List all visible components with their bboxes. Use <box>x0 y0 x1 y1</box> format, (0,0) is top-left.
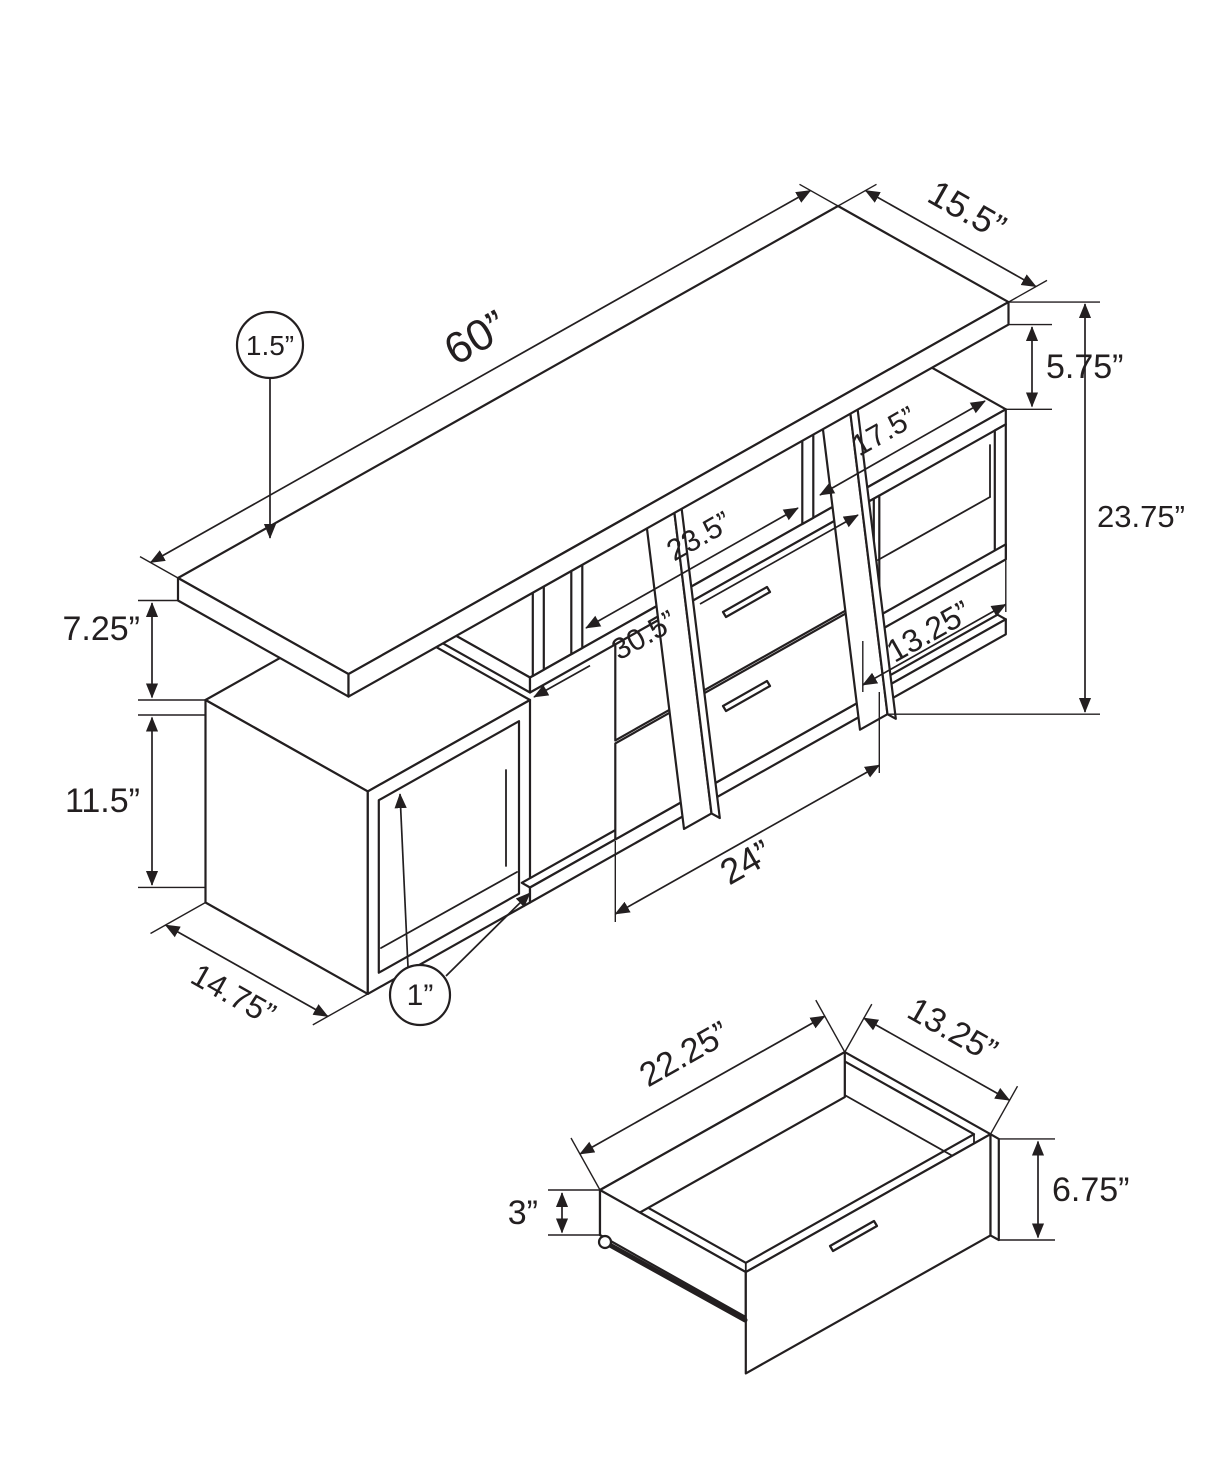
dim-cube-depth-label: 14.75” <box>185 956 282 1032</box>
ext-line <box>844 1003 873 1053</box>
ext-line <box>139 555 179 579</box>
drawer-slide-rail <box>605 1241 748 1323</box>
callout-leader-board-b <box>445 892 531 977</box>
dim-line-right-opening <box>819 400 986 496</box>
dim-line-cube-depth <box>164 924 329 1018</box>
dim-line-shelf-span-b <box>699 514 859 605</box>
det-length-label: 22.25” <box>633 1014 736 1095</box>
divider-small-left <box>531 582 545 678</box>
drawer-detail-handle <box>828 1219 879 1253</box>
dim-left-gap-label: 7.25” <box>63 610 141 648</box>
dim-height-label: 23.75” <box>1097 499 1185 534</box>
callout-leader-board-a <box>394 793 409 968</box>
det-depth-label: 13.25” <box>901 990 1004 1071</box>
callout-circle-board-thickness <box>388 963 452 1027</box>
ext-line <box>570 1137 601 1191</box>
dim-drawer-width-label: 24” <box>713 831 778 892</box>
divider-small-left2 <box>570 560 584 656</box>
dim-line-cubby-width <box>862 603 1007 686</box>
ext-line <box>799 183 839 207</box>
dim-depth-label: 15.5” <box>921 172 1013 248</box>
drawer-handle-lower <box>721 679 772 713</box>
ext-line <box>1008 279 1048 303</box>
callout-top-thickness-label: 1.5” <box>246 330 294 361</box>
drawer-detail-drawing <box>597 1050 1000 1375</box>
dim-line-detail-depth <box>863 1017 1011 1101</box>
tv-stand-drawing <box>176 204 1010 996</box>
det-front-height-label: 6.75” <box>1052 1171 1130 1209</box>
drawer-front-panel-end <box>989 1133 1000 1242</box>
ext-line <box>150 901 206 935</box>
dim-line-center-opening <box>585 507 799 629</box>
ext-line <box>312 993 369 1026</box>
dim-line-length <box>149 189 812 564</box>
dim-line-detail-length <box>579 1015 826 1155</box>
ext-line <box>989 1085 1019 1135</box>
cubby-interior-bottom-edge <box>877 496 991 561</box>
ext-line <box>815 999 846 1053</box>
dim-line-shelf-span-a <box>533 664 591 698</box>
cube-interior-bottom-edge <box>380 871 518 949</box>
dim-line-drawer-width <box>614 764 881 915</box>
divider-center <box>801 430 815 526</box>
dim-cube-interior-label: 11.5” <box>65 782 140 820</box>
drawer-rail-roller <box>597 1234 613 1250</box>
det-side-height-label: 3” <box>508 1194 538 1232</box>
dim-line-depth <box>864 189 1037 288</box>
callout-board-thickness-label: 1” <box>407 979 434 1012</box>
ext-line <box>837 183 877 207</box>
